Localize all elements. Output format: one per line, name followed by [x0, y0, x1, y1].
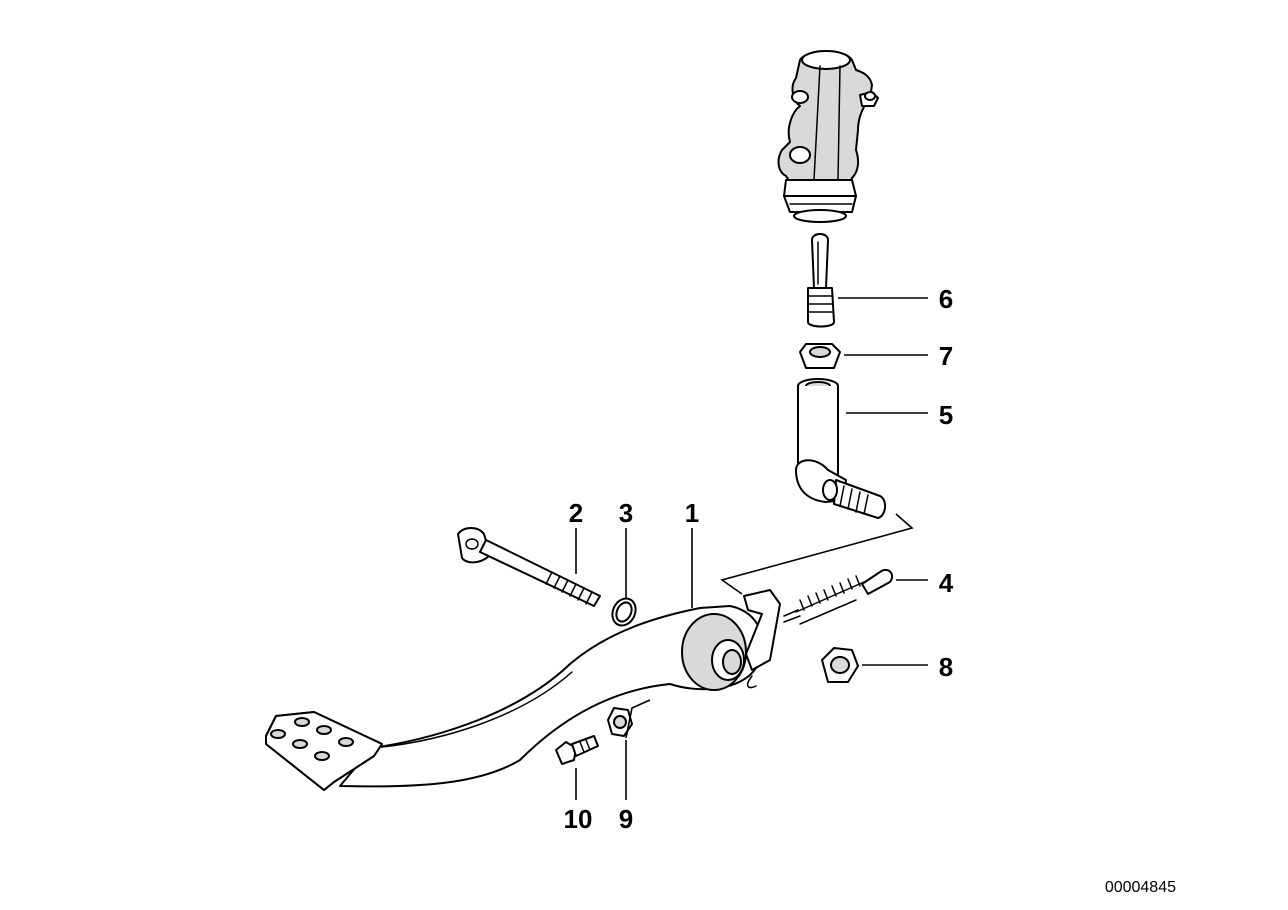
clevis-sleeve [795, 378, 886, 519]
o-ring [611, 597, 637, 627]
callout-6: 6 [939, 284, 953, 314]
callout-3: 3 [619, 498, 633, 528]
callout-1: 1 [685, 498, 699, 528]
return-spring [783, 568, 894, 625]
small-nut [607, 707, 633, 737]
stop-screw [555, 735, 599, 765]
callout-9: 9 [619, 804, 633, 834]
callout-10: 10 [564, 804, 593, 834]
callout-2: 2 [569, 498, 583, 528]
push-rod [807, 233, 835, 328]
brake-pedal [265, 589, 781, 791]
hex-nut [821, 647, 859, 683]
pivot-bolt [457, 527, 601, 607]
master-cylinder [777, 50, 879, 223]
callout-4: 4 [939, 568, 954, 598]
callout-8: 8 [939, 652, 953, 682]
callout-7: 7 [939, 341, 953, 371]
lock-nut [799, 343, 841, 369]
callout-5: 5 [939, 400, 953, 430]
diagram-id-label: 00004845 [1105, 879, 1176, 896]
